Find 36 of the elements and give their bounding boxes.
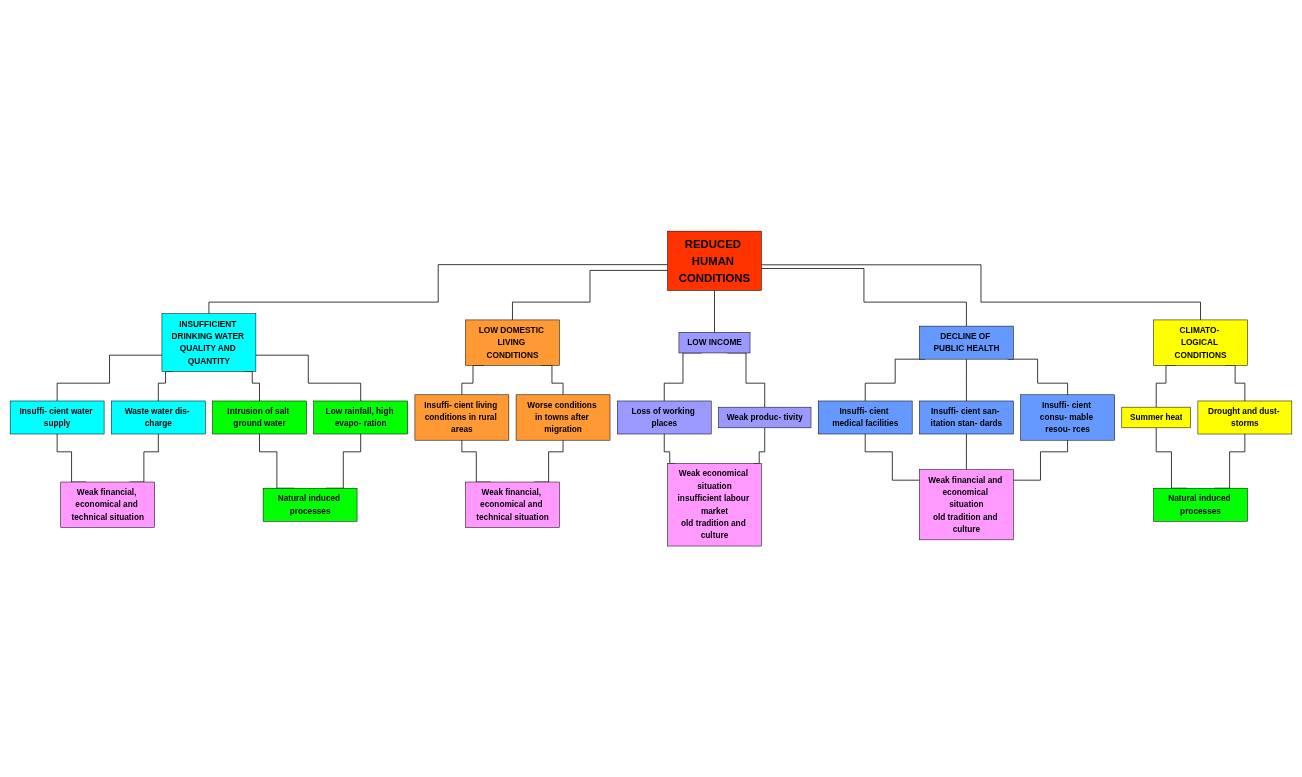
connector bbox=[864, 433, 920, 481]
connector bbox=[966, 433, 967, 470]
node-box: Natural induced processes bbox=[262, 487, 358, 522]
node-box: Intrusion of salt ground water bbox=[212, 400, 307, 435]
node-box: Loss of working places bbox=[617, 400, 712, 435]
node-box: Insuffi- cient consu- mable resou- rces bbox=[1020, 394, 1115, 441]
node-box: Weak financial and economical situation old tradition and culture bbox=[919, 469, 1014, 540]
node-box: Insuffi- cient medical facilities bbox=[818, 400, 913, 435]
node-box: Insuffi- cient living conditions in rural areas bbox=[414, 394, 510, 441]
node-box: Insuffi- cient water supply bbox=[9, 400, 105, 435]
node-box: Weak financial, economical and technical situation bbox=[60, 481, 155, 528]
connector bbox=[1013, 439, 1068, 481]
node-box: Natural induced processes bbox=[1153, 487, 1248, 522]
node-box: Weak produc- tivity bbox=[718, 406, 812, 428]
connector bbox=[761, 264, 1201, 321]
node-box: Weak financial, economical and technical situation bbox=[465, 481, 560, 528]
node-box: Summer heat bbox=[1121, 406, 1191, 428]
node-box: LOW DOMESTIC LIVING CONDITIONS bbox=[465, 319, 560, 366]
connector bbox=[255, 354, 362, 402]
node-box: DECLINE OF PUBLIC HEALTH bbox=[919, 325, 1014, 360]
node-box: Worse conditions in towns after migration bbox=[515, 394, 611, 441]
connector bbox=[966, 358, 967, 402]
node-box: Low rainfall, high evapo- ration bbox=[313, 400, 408, 435]
node-box: Insuffi- cient san- itation stan- dards bbox=[919, 400, 1014, 435]
node-box: INSUFFICIENT DRINKING WATER QUALITY AND QUANTITY bbox=[161, 313, 257, 372]
connector bbox=[56, 354, 163, 402]
node-box: CLIMATO- LOGICAL CONDITIONS bbox=[1153, 319, 1248, 366]
connector bbox=[714, 290, 715, 333]
node-box: Drought and dust- storms bbox=[1197, 400, 1293, 435]
connector bbox=[208, 264, 668, 315]
connector bbox=[761, 268, 967, 327]
node-box: Weak economical situation insufficient labour market old tradition and culture bbox=[667, 463, 762, 547]
connector bbox=[512, 269, 668, 321]
node-box: LOW INCOME bbox=[678, 331, 751, 354]
node-box: Waste water dis- charge bbox=[111, 400, 206, 435]
node-box: REDUCED HUMAN CONDITIONS bbox=[667, 230, 762, 291]
